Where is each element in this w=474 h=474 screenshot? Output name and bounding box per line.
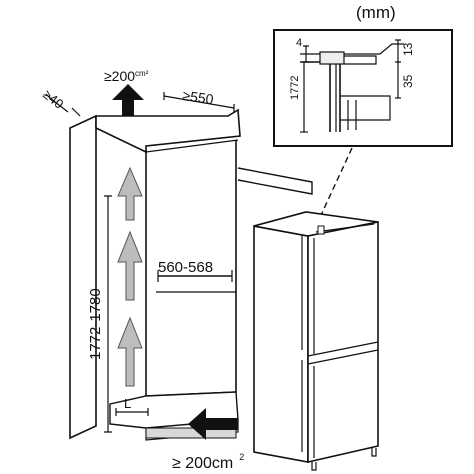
width-label: 560-568 [158,259,213,276]
detail-dim-4: 4 [296,37,302,49]
depth-label: ≥550 [182,87,215,107]
depth-marker-label: L [124,396,131,411]
bottom-vent-arrow [188,408,238,440]
detail-dim-13: 13 [401,42,415,56]
detail-inset: 4 13 35 1772 [273,29,453,147]
units-label: (mm) [356,3,396,22]
detail-dim-1772: 1772 [289,76,301,100]
airflow-arrows [117,166,143,387]
height-label: 1772-1780 [87,288,104,360]
detail-callout-line [315,147,353,227]
top-vent-arrow [112,84,144,116]
detail-dim-35: 35 [401,74,415,88]
top-vent-label: ≥200cm² [104,68,149,84]
fridge-appliance [253,211,379,471]
